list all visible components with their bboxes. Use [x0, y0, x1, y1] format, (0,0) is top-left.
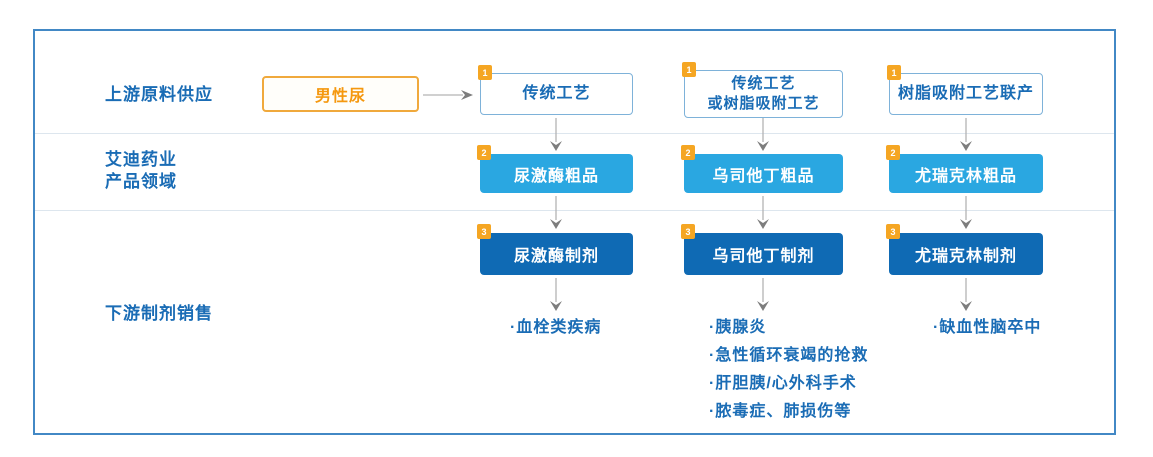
- crude-label: 乌司他丁粗品: [712, 167, 815, 185]
- application-item: ·胰腺炎: [709, 319, 767, 336]
- process-label-line2: 或树脂吸附工艺: [707, 95, 820, 112]
- prep-box-urokinase: 3 尿激酶制剂: [477, 224, 633, 275]
- arrow-down-icon: [960, 278, 972, 311]
- crude-label: 尿激酶粗品: [513, 167, 599, 185]
- step-badge: 1: [478, 65, 492, 80]
- row-label-company: 艾迪药业 产品领域: [105, 149, 177, 193]
- crude-box-urokinase: 2 尿激酶粗品: [477, 145, 633, 193]
- prep-label: 尿激酶制剂: [513, 248, 599, 265]
- row-label-downstream: 下游制剂销售: [105, 304, 213, 323]
- crude-box-ulinastatin: 2 乌司他丁粗品: [681, 145, 843, 193]
- company-name: 艾迪药业: [105, 150, 177, 169]
- application-list: ·胰腺炎 ·急性循环衰竭的抢救 ·肝胆胰/心外科手术 ·脓毒症、肺损伤等: [709, 314, 868, 426]
- row-divider-1: [35, 133, 1114, 134]
- process-label: 传统工艺 或树脂吸附工艺: [707, 74, 819, 114]
- application-item: ·肝胆胰/心外科手术: [709, 375, 857, 392]
- source-box-male-urine: 男性尿: [262, 76, 419, 112]
- step-badge: 1: [682, 62, 696, 77]
- crude-label: 尤瑞克林粗品: [914, 167, 1017, 185]
- crude-box-kallidinogenase: 2 尤瑞克林粗品: [886, 145, 1043, 193]
- process-box-traditional: 1 传统工艺: [478, 65, 633, 115]
- application-item: ·血栓类疾病: [510, 319, 602, 336]
- step-badge: 3: [886, 224, 900, 239]
- step-badge: 3: [477, 224, 491, 239]
- arrow-right-icon: [423, 90, 473, 100]
- step-badge: 2: [477, 145, 491, 160]
- prep-label: 尤瑞克林制剂: [914, 248, 1017, 265]
- prep-label: 乌司他丁制剂: [712, 248, 815, 265]
- process-box-traditional-or-resin: 1 传统工艺 或树脂吸附工艺: [682, 62, 843, 118]
- application-item: ·脓毒症、肺损伤等: [709, 403, 852, 420]
- row-divider-2: [35, 210, 1114, 211]
- application-list: ·血栓类疾病: [510, 314, 601, 342]
- arrow-down-icon: [550, 278, 562, 311]
- application-item: ·急性循环衰竭的抢救: [709, 347, 869, 364]
- application-item: ·缺血性脑卒中: [933, 319, 1042, 336]
- prep-box-ulinastatin: 3 乌司他丁制剂: [681, 224, 843, 275]
- step-badge: 3: [681, 224, 695, 239]
- step-badge: 1: [887, 65, 901, 80]
- prep-box-kallidinogenase: 3 尤瑞克林制剂: [886, 224, 1043, 275]
- arrow-down-icon: [757, 278, 769, 311]
- arrow-down-icon: [757, 118, 769, 151]
- arrow-down-icon: [550, 118, 562, 151]
- step-badge: 2: [886, 145, 900, 160]
- step-badge: 2: [681, 145, 695, 160]
- arrow-down-icon: [757, 196, 769, 229]
- process-label-line1: 传统工艺: [731, 75, 796, 92]
- process-label: 树脂吸附工艺联产: [897, 85, 1034, 102]
- company-domain: 产品领域: [105, 172, 177, 191]
- row-label-upstream: 上游原料供应: [105, 85, 213, 104]
- arrow-down-icon: [960, 118, 972, 151]
- application-list: ·缺血性脑卒中: [933, 314, 1041, 342]
- process-label: 传统工艺: [522, 85, 591, 102]
- arrow-down-icon: [550, 196, 562, 229]
- arrow-down-icon: [960, 196, 972, 229]
- process-box-resin-coproduction: 1 树脂吸附工艺联产: [887, 65, 1043, 115]
